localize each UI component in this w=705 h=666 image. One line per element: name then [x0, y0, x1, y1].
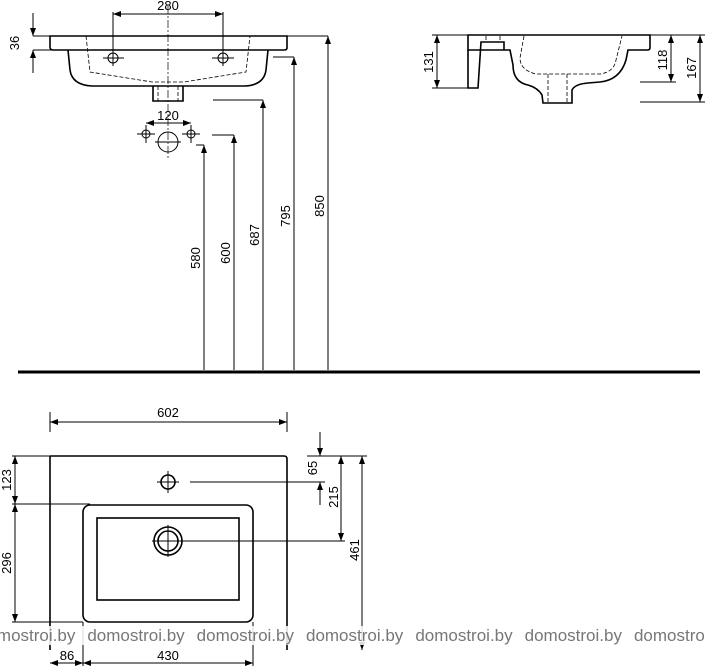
- dim-687: 687: [247, 224, 262, 246]
- dim-65: 65: [305, 461, 320, 475]
- dim-296: 296: [0, 552, 14, 574]
- watermark-text: domostroi.by: [524, 626, 622, 645]
- dim-795: 795: [278, 205, 293, 227]
- dim-461: 461: [347, 539, 362, 561]
- dim-118: 118: [655, 50, 670, 71]
- dim-280: 280: [157, 0, 179, 13]
- dim-131: 131: [421, 51, 436, 73]
- watermark-text: domostroi.by: [87, 626, 185, 645]
- dim-580: 580: [188, 247, 203, 269]
- side-view: 131 118 167: [421, 34, 705, 104]
- watermark-text: domostroi.by: [415, 626, 513, 645]
- dim-215: 215: [326, 486, 341, 508]
- front-view: 280 36 120 580 600 687 795 850: [7, 0, 700, 374]
- dim-850: 850: [312, 195, 327, 217]
- watermark-text: domostroi.by: [0, 626, 76, 645]
- watermark-text: domostroi.by: [633, 626, 705, 645]
- dim-602: 602: [157, 405, 179, 420]
- watermark-text: domostroi.by: [196, 626, 294, 645]
- dim-120: 120: [157, 108, 179, 123]
- dim-167: 167: [684, 57, 699, 79]
- dim-600: 600: [218, 242, 233, 264]
- watermark: domostroi.by domostroi.by domostroi.by d…: [0, 626, 705, 645]
- plan-view: 602 123 296 65 215 461: [0, 405, 367, 666]
- dim-123: 123: [0, 469, 14, 491]
- dim-36: 36: [7, 36, 22, 50]
- watermark-text: domostroi.by: [305, 626, 404, 645]
